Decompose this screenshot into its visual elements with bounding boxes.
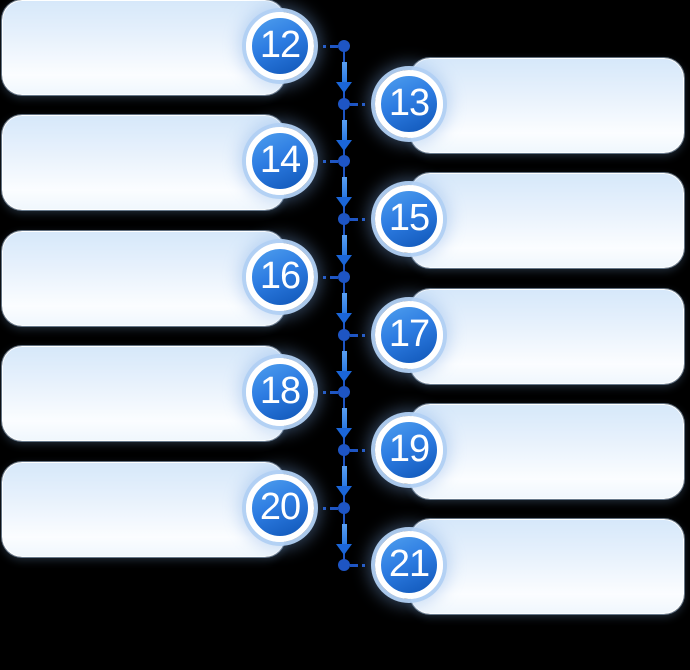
connector-dash xyxy=(330,391,338,394)
timeline-dot xyxy=(338,213,350,225)
timeline-card xyxy=(410,58,684,153)
node-number: 20 xyxy=(259,486,301,528)
timeline-card xyxy=(410,519,684,614)
connector-dash xyxy=(350,334,358,337)
node-number: 17 xyxy=(388,313,430,355)
node-number: 14 xyxy=(259,139,301,181)
connector-dash xyxy=(323,160,326,163)
timeline-node: 21 xyxy=(375,531,443,599)
connector-dash xyxy=(323,45,326,48)
node-number: 16 xyxy=(259,255,301,297)
timeline-dot xyxy=(338,502,350,514)
timeline-node: 14 xyxy=(246,127,314,195)
timeline-dot xyxy=(338,386,350,398)
node-number: 19 xyxy=(388,428,430,470)
arrow-down-icon xyxy=(331,235,357,266)
timeline-node: 13 xyxy=(375,70,443,138)
timeline-node: 15 xyxy=(375,185,443,253)
timeline-node: 12 xyxy=(246,12,314,80)
connector-dash xyxy=(323,507,326,510)
connector-dash xyxy=(330,45,338,48)
connector-dash xyxy=(362,218,365,221)
connector-dash xyxy=(350,218,358,221)
arrow-down-icon xyxy=(331,466,357,497)
connector-dash xyxy=(350,103,358,106)
timeline-card xyxy=(2,0,285,95)
node-number: 15 xyxy=(388,197,430,239)
connector-dash xyxy=(330,160,338,163)
node-number: 12 xyxy=(259,24,301,66)
node-number: 13 xyxy=(388,82,430,124)
connector-dash xyxy=(323,391,326,394)
timeline-card xyxy=(2,346,285,441)
connector-dash xyxy=(350,564,358,567)
timeline-dot xyxy=(338,271,350,283)
timeline-dot xyxy=(338,40,350,52)
arrow-down-icon xyxy=(331,120,357,151)
node-number: 18 xyxy=(259,370,301,412)
connector-dash xyxy=(362,449,365,452)
arrow-down-icon xyxy=(331,293,357,324)
arrow-down-icon xyxy=(331,177,357,208)
connector-dash xyxy=(330,507,338,510)
arrow-down-icon xyxy=(331,351,357,382)
arrow-down-icon xyxy=(331,62,357,93)
timeline-card xyxy=(410,404,684,499)
timeline-dot xyxy=(338,98,350,110)
connector-dash xyxy=(350,449,358,452)
connector-dash xyxy=(330,276,338,279)
arrow-down-icon xyxy=(331,524,357,555)
timeline-card xyxy=(410,289,684,384)
timeline-node: 19 xyxy=(375,416,443,484)
timeline-node: 16 xyxy=(246,243,314,311)
connector-dash xyxy=(323,276,326,279)
timeline-card xyxy=(2,231,285,326)
timeline-dot xyxy=(338,559,350,571)
arrow-down-icon xyxy=(331,408,357,439)
timeline-card xyxy=(2,462,285,557)
timeline-card xyxy=(2,115,285,210)
connector-dash xyxy=(362,103,365,106)
timeline-dot xyxy=(338,444,350,456)
connector-dash xyxy=(362,334,365,337)
timeline-node: 18 xyxy=(246,358,314,426)
timeline-card xyxy=(410,173,684,268)
timeline-dot xyxy=(338,329,350,341)
timeline-node: 20 xyxy=(246,474,314,542)
timeline-dot xyxy=(338,155,350,167)
connector-dash xyxy=(362,564,365,567)
node-number: 21 xyxy=(388,543,430,585)
timeline-node: 17 xyxy=(375,301,443,369)
